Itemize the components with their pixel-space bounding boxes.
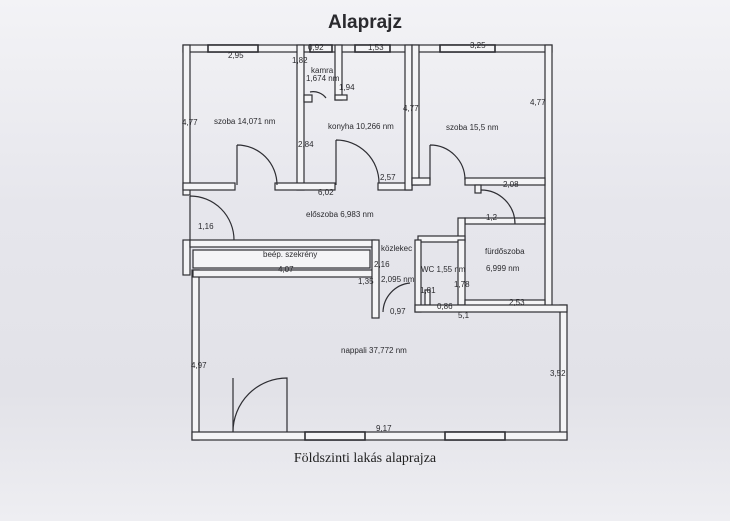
room-label: szoba 14,071 nm xyxy=(214,117,276,126)
wall xyxy=(414,239,422,313)
dimension-label: 5,1 xyxy=(458,311,470,320)
wall-left-mid xyxy=(182,239,191,276)
wall xyxy=(414,304,568,313)
dimension-label: 3,52 xyxy=(550,369,566,378)
room-label: fürdőszoba xyxy=(485,247,525,256)
dimension-label: 1,82 xyxy=(292,56,308,65)
dimension-label: 4,77 xyxy=(403,104,419,113)
wall xyxy=(334,94,348,101)
dimension-label: 1,16 xyxy=(198,222,214,231)
wall-right-upper xyxy=(544,44,553,311)
plan-title: Alaprajz xyxy=(328,12,402,33)
dimension-label: 4,07 xyxy=(278,265,294,274)
dimension-label: 1,2 xyxy=(486,213,498,222)
window xyxy=(354,44,391,53)
walls xyxy=(182,44,568,441)
wall xyxy=(464,177,546,186)
room-label: konyha 10,266 nm xyxy=(328,122,394,131)
dimension-label: 9,17 xyxy=(376,424,392,433)
window xyxy=(309,44,333,53)
dimension-label: 4,77 xyxy=(530,98,546,107)
door-swing xyxy=(382,282,411,313)
dimension-label: 0,86 xyxy=(437,302,453,311)
room-label: WC 1,55 nm xyxy=(421,265,466,274)
door-swing xyxy=(309,91,327,99)
dimension-label: 2,95 xyxy=(228,51,244,60)
dimension-label: 1,81 xyxy=(420,286,436,295)
wall xyxy=(474,184,482,194)
dimension-label: 3,25 xyxy=(470,41,486,50)
wall xyxy=(404,44,413,191)
wall xyxy=(303,94,313,103)
room-label: 2,095 nm xyxy=(381,275,415,284)
window xyxy=(444,431,506,441)
door-swing xyxy=(232,377,288,433)
dimension-label: 1,78 xyxy=(454,280,470,289)
room-label: előszoba 6,983 nm xyxy=(306,210,374,219)
dimension-label: 1,94 xyxy=(339,83,355,92)
window xyxy=(207,44,259,53)
dimension-label: 4,97 xyxy=(191,361,207,370)
room-label: szoba 15,5 nm xyxy=(446,123,499,132)
wall xyxy=(411,177,431,186)
door-swing xyxy=(236,144,278,186)
room-label: nappali 37,772 nm xyxy=(341,346,407,355)
wall xyxy=(371,239,380,319)
wall xyxy=(182,182,236,191)
doors xyxy=(189,91,516,433)
dimension-label: 4,77 xyxy=(182,118,198,127)
door-swing xyxy=(480,189,516,225)
room-label: közlekec xyxy=(381,244,412,253)
wall xyxy=(274,182,336,191)
dimension-label: 2,57 xyxy=(380,173,396,182)
dimension-label: 2,84 xyxy=(298,140,314,149)
door-swing xyxy=(335,139,380,185)
wall xyxy=(411,44,420,186)
built-in-wardrobe xyxy=(192,249,371,269)
wall xyxy=(417,235,466,243)
window xyxy=(304,431,366,441)
wall-left-lower xyxy=(191,269,200,441)
wall xyxy=(189,239,376,248)
wall-bottom xyxy=(191,431,568,441)
room-label: beép. szekrény xyxy=(263,250,317,259)
dimension-labels: 2,95 0,92 1,53 3,25 1,82 1,94 4,77 4,77 … xyxy=(182,41,566,433)
dimension-label: 0,92 xyxy=(308,43,324,52)
plan-caption: Földszinti lakás alaprajza xyxy=(293,451,437,466)
room-labels: szoba 14,071 nm kamra 1,674 nm konyha 10… xyxy=(214,66,525,355)
dimension-label: 1,53 xyxy=(368,43,384,52)
dimension-label: 1,35 xyxy=(358,277,374,286)
room-label: 1,674 nm xyxy=(306,74,340,83)
dimension-label: 2,16 xyxy=(374,260,390,269)
dimension-label: 2,53 xyxy=(509,298,525,307)
door-swing xyxy=(429,144,466,181)
dimension-label: 6,02 xyxy=(318,188,334,197)
wall xyxy=(464,217,546,225)
dimension-label: 0,97 xyxy=(390,307,406,316)
door-swing xyxy=(189,195,235,241)
room-label: kamra xyxy=(311,66,334,75)
dimension-label: 2,08 xyxy=(503,180,519,189)
window xyxy=(439,44,496,53)
room-label: 6,999 nm xyxy=(486,264,520,273)
wall-left-upper xyxy=(182,44,191,196)
wall xyxy=(296,44,305,191)
